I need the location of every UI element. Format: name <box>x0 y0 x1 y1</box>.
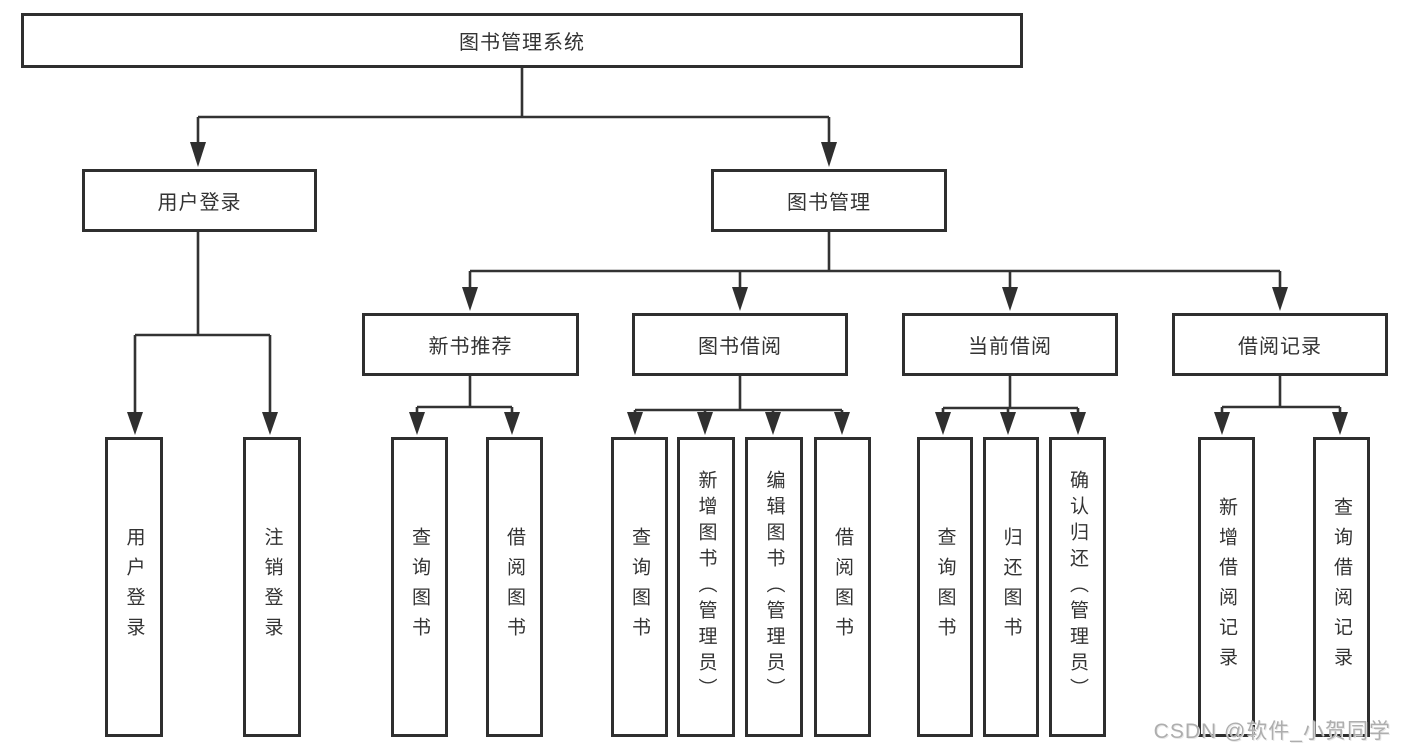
node-label: 新增图书（管理员） <box>695 470 717 704</box>
node-label: 查询图书 <box>934 527 956 647</box>
node-label: 用户登录 <box>157 192 242 214</box>
node-label: 查询借阅记录 <box>1331 497 1352 677</box>
node-label: 借阅记录 <box>1238 336 1322 358</box>
node-label: 当前借阅 <box>968 336 1052 358</box>
leaf-logout: 注销登录 <box>243 437 301 737</box>
leaf-user-login: 用户登录 <box>105 437 163 737</box>
node-label: 图书管理 <box>787 192 871 214</box>
csdn-watermark: CSDN @软件_小贺同学 <box>1153 720 1391 743</box>
node-book-management: 图书管理 <box>711 169 947 232</box>
node-label: 归还图书 <box>1000 527 1022 647</box>
node-user-login-group: 用户登录 <box>82 169 317 232</box>
leaf-add-borrow-record: 新增借阅记录 <box>1198 437 1255 737</box>
node-label: 借阅图书 <box>832 527 853 647</box>
node-label: 用户登录 <box>123 527 145 647</box>
node-library-management-system: 图书管理系统 <box>21 13 1023 68</box>
node-label: 注销登录 <box>261 527 283 647</box>
node-label: 图书借阅 <box>698 336 782 358</box>
node-book-borrowing: 图书借阅 <box>632 313 848 376</box>
leaf-add-books-admin: 新增图书（管理员） <box>677 437 735 737</box>
leaf-query-books-3: 查询图书 <box>917 437 973 737</box>
node-label: 查询图书 <box>629 527 650 647</box>
node-label: 查询图书 <box>409 527 430 647</box>
node-borrowing-records: 借阅记录 <box>1172 313 1388 376</box>
leaf-query-borrow-record: 查询借阅记录 <box>1313 437 1370 737</box>
node-label: 新增借阅记录 <box>1216 497 1237 677</box>
node-label: 确认归还（管理员） <box>1067 470 1088 704</box>
leaf-edit-books-admin: 编辑图书（管理员） <box>745 437 803 737</box>
node-label: 借阅图书 <box>504 527 525 647</box>
node-label: 图书管理系统 <box>459 32 585 54</box>
node-label: 新书推荐 <box>428 336 513 358</box>
leaf-query-books-1: 查询图书 <box>391 437 448 737</box>
leaf-query-books-2: 查询图书 <box>611 437 668 737</box>
leaf-return-books: 归还图书 <box>983 437 1039 737</box>
node-label: 编辑图书（管理员） <box>763 470 785 704</box>
leaf-borrow-books-1: 借阅图书 <box>486 437 543 737</box>
leaf-confirm-return-admin: 确认归还（管理员） <box>1049 437 1106 737</box>
node-new-book-recommendation: 新书推荐 <box>362 313 579 376</box>
leaf-borrow-books-2: 借阅图书 <box>814 437 871 737</box>
node-current-borrowing: 当前借阅 <box>902 313 1118 376</box>
